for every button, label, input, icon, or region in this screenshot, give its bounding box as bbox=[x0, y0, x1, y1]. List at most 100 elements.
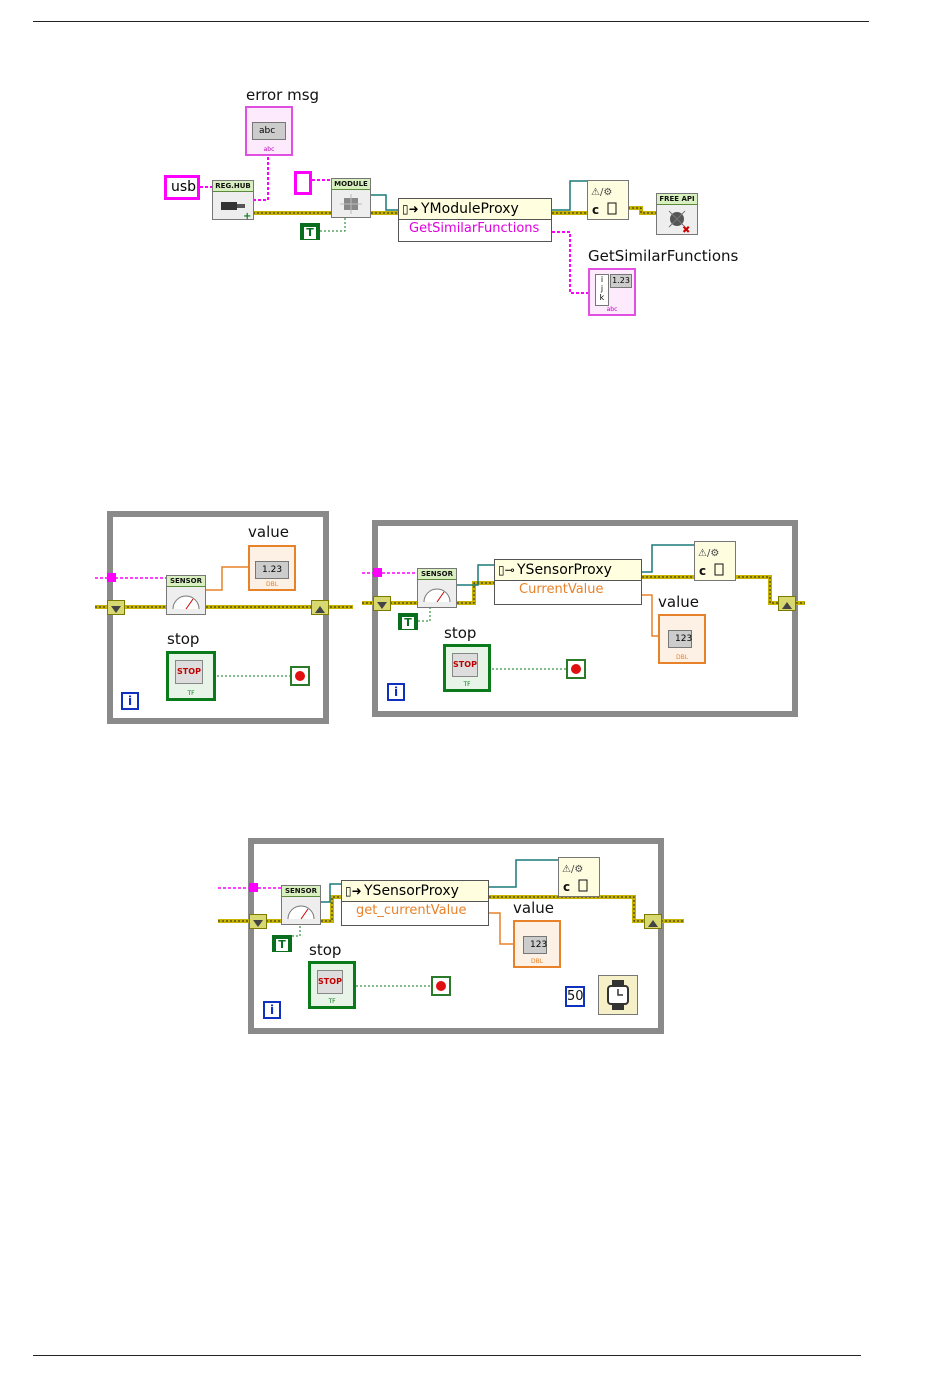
loop-condition-terminal bbox=[431, 976, 451, 996]
reg-hub-subvi[interactable]: REG.HUB + bbox=[212, 180, 254, 222]
sensor-subvi[interactable]: SENSOR bbox=[281, 885, 321, 925]
get-current-value-method[interactable]: get_currentValue bbox=[356, 903, 467, 918]
stop-label: stop bbox=[167, 630, 200, 648]
free-api-icon: ✖ bbox=[668, 210, 690, 236]
value-label: value bbox=[658, 593, 699, 611]
value-indicator: 123 DBL bbox=[658, 614, 706, 664]
true-constant: T bbox=[272, 935, 292, 952]
ymodule-proxy-header: ▯➜YModuleProxy bbox=[399, 199, 551, 220]
error-handler-node[interactable]: ⚠/⚙ c bbox=[558, 857, 600, 897]
usb-plug-icon: + bbox=[221, 202, 251, 222]
stop-type-tag: TF bbox=[187, 690, 195, 697]
wait-ms-constant: 50 bbox=[565, 986, 585, 1007]
error-wire-center bbox=[253, 207, 656, 214]
stop-label: stop bbox=[444, 624, 477, 642]
while-loop-method bbox=[248, 838, 664, 1034]
right-shift-register bbox=[778, 596, 796, 611]
diagram1-wires bbox=[200, 152, 656, 294]
stop-label: stop bbox=[309, 941, 342, 959]
stop-control[interactable]: STOP TF bbox=[166, 651, 216, 701]
iteration-terminal: i bbox=[121, 692, 139, 710]
true-boolean-wire bbox=[418, 605, 431, 622]
stop-type-tag: TF bbox=[328, 998, 336, 1005]
sensor-subvi[interactable]: SENSOR bbox=[417, 568, 457, 608]
refnum-wires bbox=[321, 859, 558, 903]
string-wires bbox=[200, 152, 590, 294]
free-api-node[interactable]: FREE API ✖ bbox=[656, 193, 698, 236]
module-string-constant bbox=[294, 171, 312, 195]
usb-string-constant: usb bbox=[164, 175, 200, 200]
error-handler-node[interactable]: ⚠/⚙ c bbox=[694, 541, 736, 581]
error-msg-label: error msg bbox=[246, 86, 320, 104]
sensor-label: SENSOR bbox=[418, 569, 456, 580]
string-input-terminal bbox=[249, 883, 258, 892]
stop-button[interactable]: STOP bbox=[317, 970, 343, 994]
svg-text:c: c bbox=[699, 564, 706, 578]
gauge-icon bbox=[287, 905, 315, 920]
error-handler-icon: ⚠/⚙c bbox=[591, 187, 617, 217]
get-similar-functions-label: GetSimilarFunctions bbox=[588, 247, 739, 265]
string-input-terminal bbox=[373, 568, 382, 577]
value-indicator: 123 DBL bbox=[513, 920, 561, 968]
error-handler-icon: ⚠/⚙ c bbox=[698, 548, 724, 578]
proxy-ref-icon: ▯➜ bbox=[402, 202, 419, 216]
value-double-wire bbox=[642, 594, 658, 637]
iteration-terminal: i bbox=[263, 1001, 281, 1019]
ymodule-proxy-node[interactable]: ▯➜YModuleProxy GetSimilarFunctions bbox=[398, 198, 552, 242]
sensor-subvi[interactable]: SENSOR bbox=[166, 575, 206, 615]
proxy-ref-icon: ▯⊸ bbox=[498, 563, 515, 577]
left-shift-register bbox=[249, 914, 267, 929]
while-loop-simple bbox=[107, 511, 329, 724]
result-type-tag: abc bbox=[606, 306, 618, 313]
sensor-label: SENSOR bbox=[167, 576, 205, 587]
gauge-icon bbox=[172, 595, 200, 610]
value-double-wire bbox=[489, 912, 513, 945]
stop-control[interactable]: STOP TF bbox=[443, 644, 491, 692]
wristwatch-icon bbox=[607, 980, 629, 1010]
current-value-property[interactable]: CurrentValue bbox=[519, 582, 604, 597]
sensor-label: SENSOR bbox=[282, 886, 320, 897]
value-label: value bbox=[248, 523, 289, 541]
ysensor-proxy-header: ▯⊸YSensorProxy bbox=[495, 560, 641, 581]
svg-text:⚠/⚙: ⚠/⚙ bbox=[698, 548, 719, 559]
reg-hub-label: REG.HUB bbox=[213, 181, 253, 192]
shift-down-icon bbox=[253, 920, 263, 927]
module-label: MODULE bbox=[332, 179, 370, 190]
error-msg-indicator: abc abc bbox=[245, 106, 293, 156]
true-boolean-wire bbox=[292, 922, 301, 937]
svg-text:✖: ✖ bbox=[682, 225, 690, 235]
stop-type-tag: TF bbox=[463, 681, 471, 688]
ysensor-proxy-node[interactable]: ▯⊸YSensorProxy CurrentValue bbox=[494, 559, 642, 605]
left-shift-register bbox=[107, 600, 125, 615]
svg-text:c: c bbox=[563, 880, 570, 894]
wait-ms-node[interactable] bbox=[598, 975, 638, 1015]
bottom-rule bbox=[33, 1355, 861, 1356]
left-shift-register bbox=[373, 596, 391, 611]
ysensor-proxy-node[interactable]: ▯➜YSensorProxy get_currentValue bbox=[341, 880, 489, 926]
module-subvi[interactable]: MODULE bbox=[331, 178, 371, 218]
proxy-ref-icon: ▯➜ bbox=[345, 884, 362, 898]
get-similar-functions-method[interactable]: GetSimilarFunctions bbox=[409, 221, 540, 236]
string-input-terminal bbox=[107, 573, 116, 582]
shift-up-icon bbox=[315, 606, 325, 613]
top-rule bbox=[33, 21, 869, 22]
loop-condition-terminal bbox=[290, 666, 310, 686]
stop-button[interactable]: STOP bbox=[175, 660, 203, 684]
value-type-tag: DBL bbox=[530, 958, 544, 965]
svg-text:⚠/⚙: ⚠/⚙ bbox=[562, 864, 583, 875]
value-display: 123 bbox=[668, 630, 692, 648]
value-label: value bbox=[513, 899, 554, 917]
shift-down-icon bbox=[111, 606, 121, 613]
value-display: 123 bbox=[523, 936, 547, 954]
while-loop-proxy bbox=[372, 520, 798, 717]
stop-button[interactable]: STOP bbox=[452, 653, 478, 677]
true-constant: T bbox=[300, 223, 320, 240]
svg-text:c: c bbox=[592, 203, 599, 217]
right-shift-register bbox=[311, 600, 329, 615]
ysensor-proxy-header: ▯➜YSensorProxy bbox=[342, 881, 488, 902]
stop-control[interactable]: STOP TF bbox=[308, 961, 356, 1009]
module-chip-icon bbox=[340, 194, 362, 214]
error-handler-node[interactable]: ⚠/⚙c bbox=[587, 180, 629, 220]
loop-condition-terminal bbox=[566, 659, 586, 679]
